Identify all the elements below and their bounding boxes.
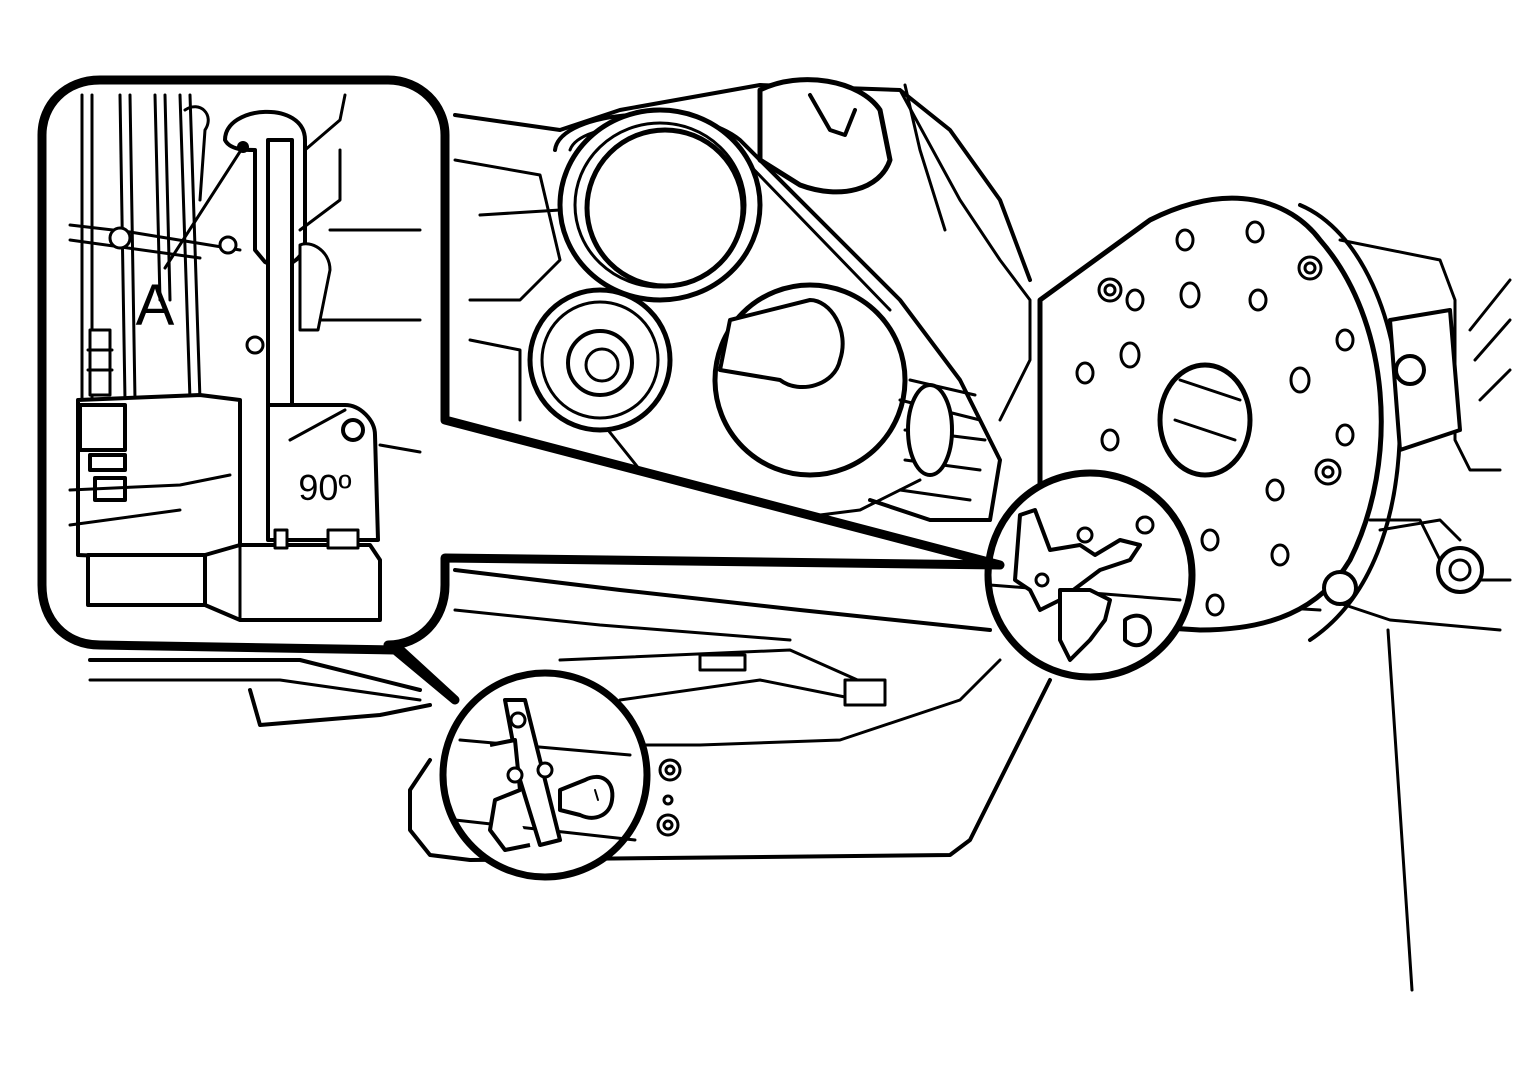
callout-detail-view	[68, 93, 422, 622]
angle-label: 90º	[298, 467, 351, 508]
upper-pulley	[557, 107, 763, 303]
belt-pulleys	[527, 77, 1002, 522]
transmission-mount	[1322, 308, 1484, 606]
zoom-circle-upper	[984, 469, 1196, 681]
zoom-circle-lower	[439, 669, 682, 881]
label-a: A	[136, 273, 175, 338]
callout-pointer	[392, 645, 458, 703]
flywheel-center-hole	[1157, 362, 1253, 478]
callout-bubble: A 90º	[37, 75, 1005, 705]
flywheel-nuts	[1097, 255, 1342, 486]
